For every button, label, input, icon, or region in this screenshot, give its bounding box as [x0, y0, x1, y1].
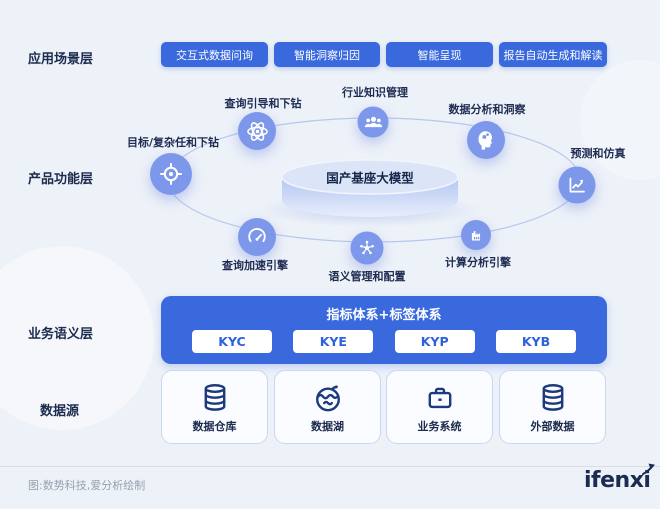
datasource-card-warehouse: 数据仓库 [161, 370, 268, 444]
semantic-buttons-row: KYC KYE KYP KYB [161, 330, 607, 353]
datasource-card-lake: 数据湖 [274, 370, 381, 444]
briefcase-icon [428, 387, 451, 408]
node-hub [350, 231, 384, 265]
datasource-card-label: 外部数据 [530, 419, 575, 433]
layer-label-semantic: 业务语义层 [28, 327, 94, 342]
app-scenario-button-interactive-query[interactable]: 交互式数据问询 [161, 42, 268, 67]
target-icon [160, 163, 182, 185]
node-head [467, 121, 505, 159]
datasource-card-label: 业务系统 [417, 419, 462, 433]
semantic-layer-block: 指标体系+标签体系 KYC KYE KYP KYB [161, 296, 607, 364]
factory-bars-icon [471, 230, 480, 240]
app-scenario-button-insight-attribution[interactable]: 智能洞察归因 [274, 42, 380, 67]
kye-button[interactable]: KYE [293, 330, 374, 353]
external-database-icon [542, 383, 563, 411]
node-target [150, 153, 192, 195]
ifenxi-logo: ifenxi [584, 463, 656, 493]
hub-network-icon [360, 240, 374, 255]
database-warehouse-icon [204, 383, 225, 411]
logo-arrow-icon [642, 463, 656, 475]
footer-divider [0, 466, 660, 467]
trend-chart-icon [569, 177, 585, 193]
data-lake-icon [315, 384, 340, 411]
app-scenario-button-report-generation[interactable]: 报告自动生成和解读 [499, 42, 607, 67]
gauge-icon [248, 228, 266, 243]
kyc-button[interactable]: KYC [192, 330, 272, 353]
node-label-factory: 计算分析引擎 [445, 256, 511, 269]
base-model-cylinder [258, 159, 482, 227]
node-label-gauge: 查询加速引擎 [222, 259, 288, 272]
node-label-chart: 预测和仿真 [570, 147, 626, 160]
node-factory [461, 220, 491, 250]
kyb-button[interactable]: KYB [495, 330, 576, 353]
app-scenario-button-smart-presentation[interactable]: 智能呈现 [386, 42, 493, 67]
node-label-atom: 查询引导和下钻 [224, 97, 302, 110]
node-atom [238, 112, 276, 150]
datasource-card-business: 业务系统 [386, 370, 493, 444]
semantic-title: 指标体系+标签体系 [326, 308, 442, 323]
base-model-label: 国产基座大模型 [326, 170, 414, 186]
people-icon [364, 116, 382, 127]
footer-caption: 图:数势科技,爱分析绘制 [28, 479, 146, 492]
datasource-card-label: 数据仓库 [192, 419, 237, 433]
node-label-head: 数据分析和洞察 [448, 103, 526, 116]
head-insight-icon [478, 131, 493, 150]
node-gauge [238, 218, 276, 256]
datasource-card-external: 外部数据 [499, 370, 606, 444]
datasource-card-label: 数据湖 [311, 419, 344, 433]
layer-label-application: 应用场景层 [28, 52, 94, 67]
layer-label-product: 产品功能层 [28, 172, 94, 187]
node-chart [558, 166, 596, 204]
layer-label-datasource: 数据源 [40, 404, 80, 419]
node-label-people: 行业知识管理 [342, 86, 408, 99]
node-people [357, 106, 389, 138]
kyp-button[interactable]: KYP [394, 330, 475, 353]
node-label-hub: 语义管理和配置 [328, 270, 406, 283]
ifenxi-logo-text: ifenxi [584, 468, 651, 493]
atom-icon [246, 121, 268, 141]
node-label-target: 目标/复杂任和下钻 [126, 136, 220, 149]
